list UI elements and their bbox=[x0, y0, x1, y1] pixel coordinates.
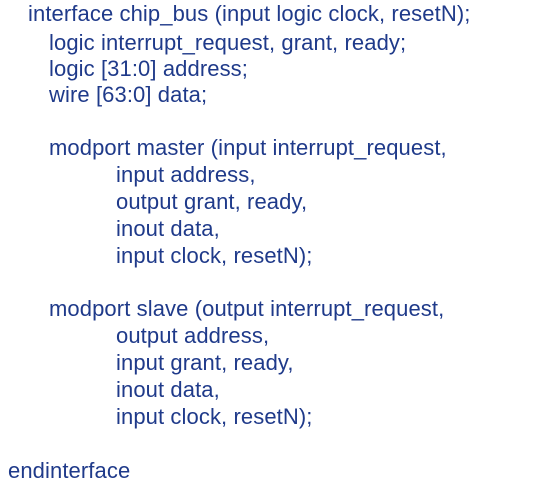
endinterface-line: endinterface bbox=[8, 458, 131, 483]
logic-signals-line: logic interrupt_request, grant, ready; bbox=[49, 30, 407, 55]
master-port-line: input clock, resetN); bbox=[116, 243, 313, 268]
interface-declaration-line: interface chip_bus (input logic clock, r… bbox=[28, 1, 471, 26]
slave-port-line: output address, bbox=[116, 323, 270, 348]
modport-master-header: modport master (input interrupt_request, bbox=[49, 135, 447, 160]
master-port-line: input address, bbox=[116, 162, 256, 187]
master-port-line: output grant, ready, bbox=[116, 189, 308, 214]
watermark bbox=[490, 470, 536, 480]
slave-port-line: input clock, resetN); bbox=[116, 404, 313, 429]
slave-port-line: inout data, bbox=[116, 377, 220, 402]
master-port-line: inout data, bbox=[116, 216, 220, 241]
modport-slave-header: modport slave (output interrupt_request, bbox=[49, 296, 445, 321]
address-declaration-line: logic [31:0] address; bbox=[49, 56, 248, 81]
data-declaration-line: wire [63:0] data; bbox=[49, 82, 208, 107]
slave-port-line: input grant, ready, bbox=[116, 350, 294, 375]
